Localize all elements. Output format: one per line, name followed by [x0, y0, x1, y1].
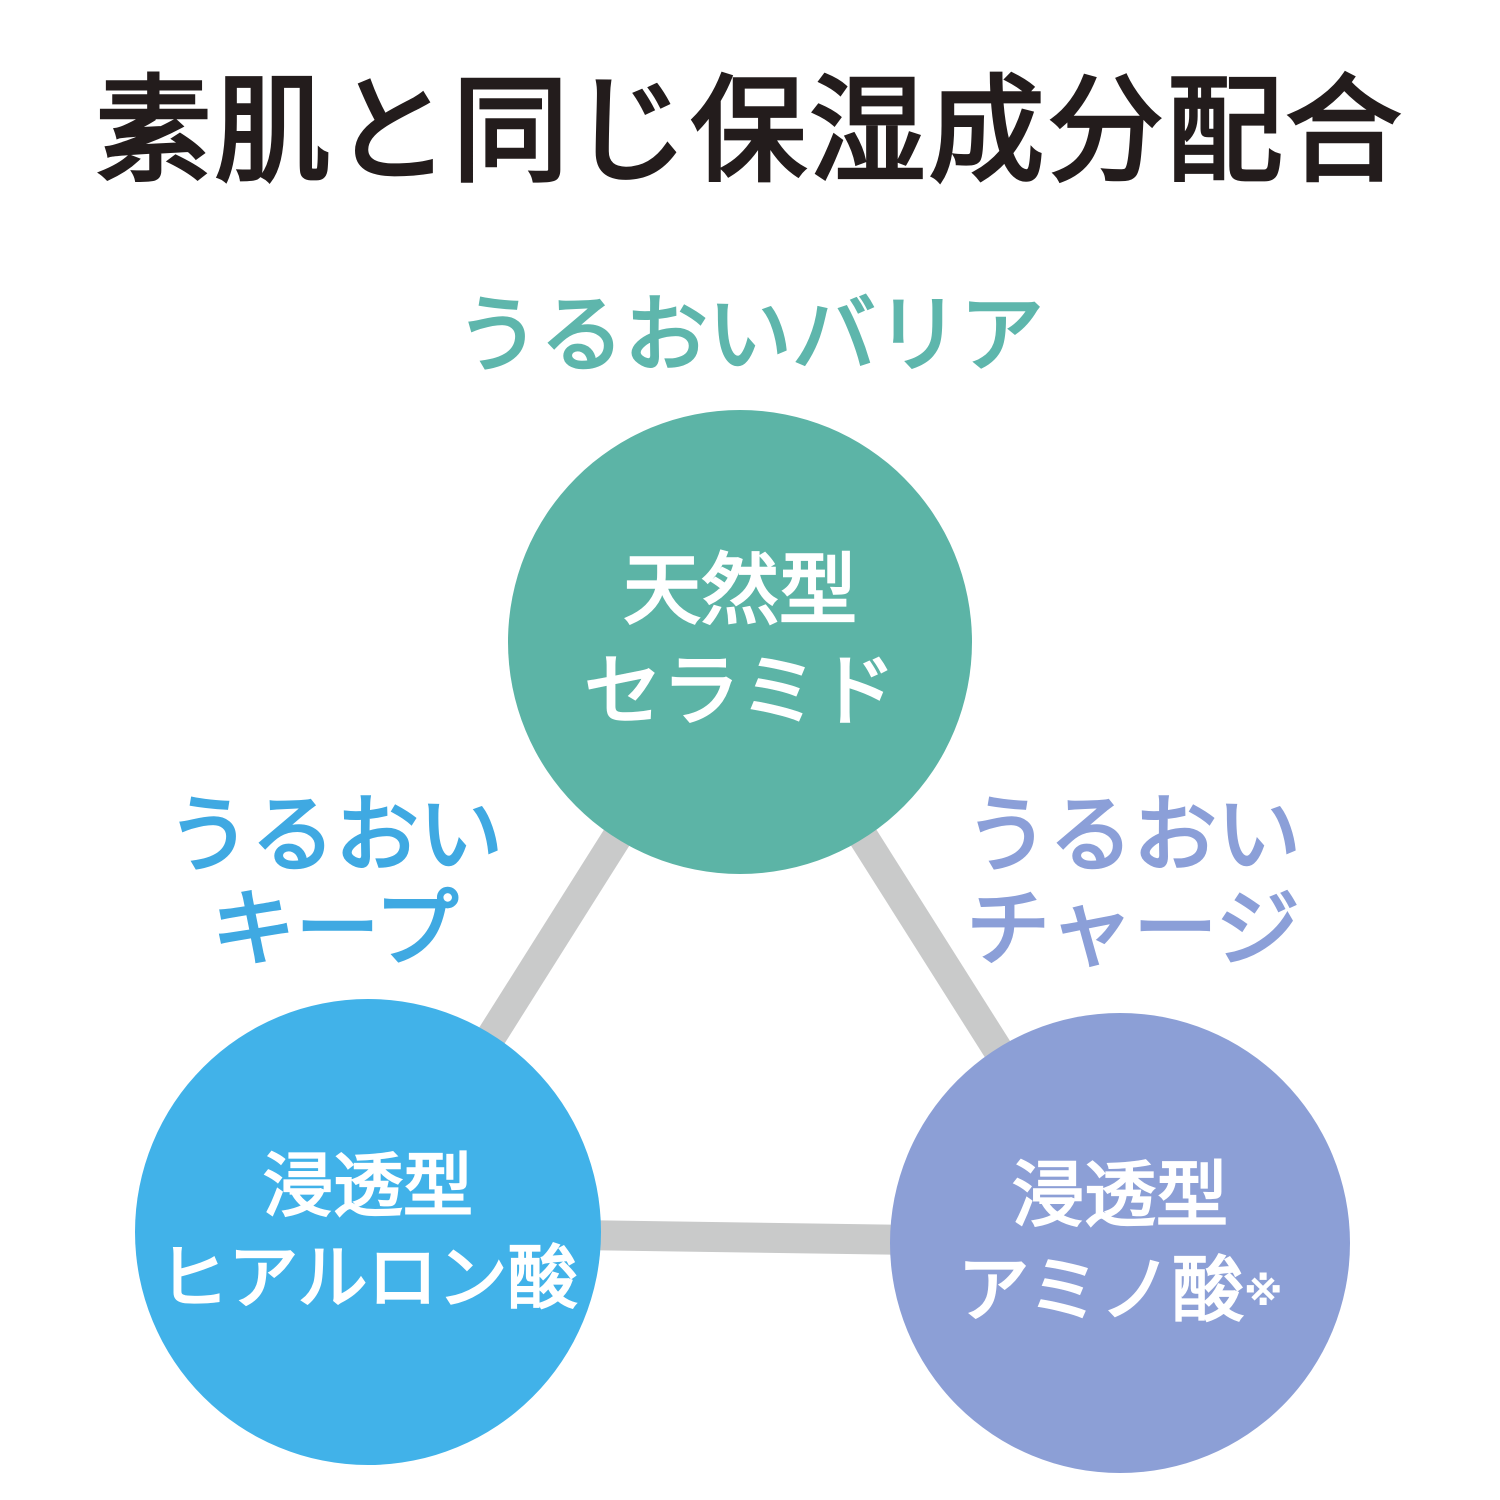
- label-moisture-barrier-text: うるおいバリア: [455, 286, 1044, 384]
- label-moisture-charge-line1: うるおい: [964, 786, 1301, 884]
- amino-acid-footnote-mark: ※: [1244, 1269, 1283, 1315]
- circle-natural-ceramide-line1: 天然型: [622, 545, 857, 636]
- circle-natural-ceramide-line2: セラミド: [583, 647, 896, 737]
- label-moisture-keep-line1: うるおい: [166, 786, 503, 884]
- circle-amino-acid-line2: アミノ酸※: [957, 1243, 1282, 1338]
- circle-hyaluronic-acid-line2: ヒアルロン酸: [158, 1237, 578, 1319]
- circle-natural-ceramide: 天然型 セラミド: [508, 410, 972, 874]
- circle-amino-acid-line1: 浸透型: [1011, 1152, 1228, 1237]
- circle-amino-acid-line2-text: アミノ酸: [957, 1248, 1245, 1332]
- circle-hyaluronic-acid-line1: 浸透型: [263, 1144, 473, 1227]
- label-moisture-charge: うるおい チャージ: [928, 788, 1338, 976]
- circle-hyaluronic-acid: 浸透型 ヒアルロン酸: [135, 999, 601, 1465]
- label-moisture-keep-line2: キープ: [211, 880, 459, 979]
- circle-amino-acid: 浸透型 アミノ酸※: [890, 1013, 1350, 1473]
- label-moisture-keep: うるおい キープ: [130, 788, 540, 976]
- label-moisture-barrier: うるおいバリア: [0, 288, 1500, 382]
- label-moisture-charge-line2: チャージ: [966, 880, 1300, 979]
- page-title: 素肌と同じ保湿成分配合: [95, 64, 1405, 199]
